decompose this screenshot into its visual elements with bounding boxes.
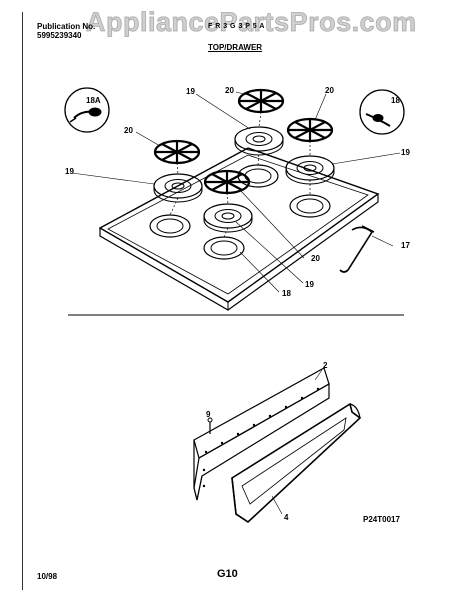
callout-19-left: 19 <box>65 167 74 176</box>
callout-20-top-right: 20 <box>325 86 334 95</box>
callout-19-top: 19 <box>186 87 195 96</box>
callout-2: 2 <box>323 361 328 370</box>
callout-19-bottom: 19 <box>305 280 314 289</box>
date-code: 10/98 <box>37 572 58 581</box>
callout-18-top-right: 18 <box>391 96 400 105</box>
side-bracket <box>339 225 375 273</box>
cooktop-top-plate <box>98 147 380 311</box>
drawer-back-panel <box>193 367 330 501</box>
page-frame <box>22 12 438 590</box>
callout-4: 4 <box>284 513 289 522</box>
leader-lines-top <box>71 91 401 293</box>
section-title: TOP/DRAWER <box>208 43 263 52</box>
callout-19-right: 19 <box>401 148 410 157</box>
callout-18-bottom: 18 <box>282 289 291 298</box>
drip-pan-left <box>153 173 203 203</box>
inset-part-18 <box>359 89 405 135</box>
burner-grate-front-center <box>203 169 251 195</box>
page-code: G10 <box>217 568 238 580</box>
leader-lines-drawer <box>271 369 323 515</box>
callout-20-top: 20 <box>225 86 234 95</box>
diagram-code: P24T0017 <box>363 515 400 524</box>
publication-number: 5995239340 <box>37 31 82 40</box>
inset-part-18a <box>64 87 110 133</box>
alignment-lines <box>169 111 311 238</box>
burner-grate-back-center <box>237 88 285 114</box>
drip-pan-front-center <box>203 203 253 233</box>
drawer-screw <box>207 417 213 434</box>
burner-grate-left <box>153 139 201 165</box>
callout-9: 9 <box>206 410 211 419</box>
burner-grate-right <box>286 117 334 143</box>
callout-17: 17 <box>401 241 410 250</box>
callout-18a: 18A <box>86 96 101 105</box>
drawer-front-panel <box>231 402 362 524</box>
callout-20-left: 20 <box>124 126 133 135</box>
publication-label: Publication No. <box>37 22 96 31</box>
callout-20-bottom: 20 <box>311 254 320 263</box>
watermark-text: AppliancePartsPros.com <box>86 7 417 38</box>
model-id: F R 3 G 3 P 5 A <box>208 23 265 30</box>
